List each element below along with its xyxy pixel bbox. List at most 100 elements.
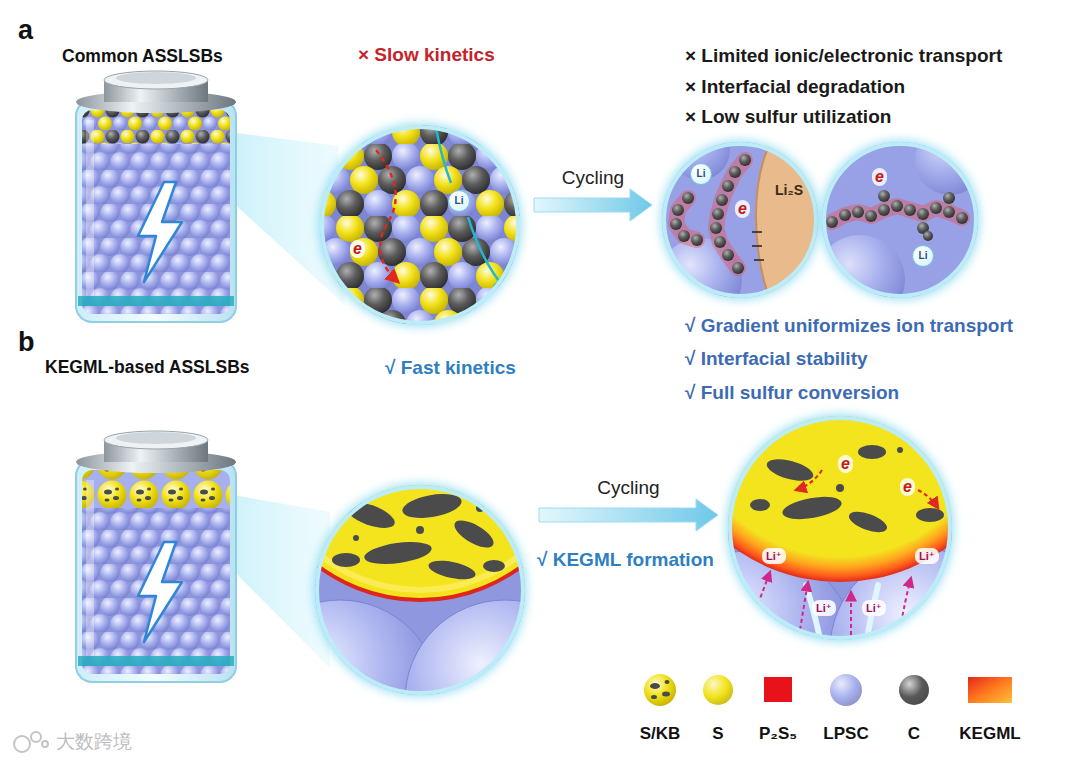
kegml-interface <box>897 447 903 453</box>
skb-particle <box>260 270 580 590</box>
skb-particle <box>416 526 424 534</box>
li2s-interface <box>756 140 830 300</box>
watermark-icon <box>42 741 48 747</box>
callout: √ KEGML formation <box>537 549 714 572</box>
lithium-ion: Li <box>690 163 712 185</box>
kegml-interface <box>655 218 1030 760</box>
electron: e <box>735 200 750 218</box>
li2s-interface <box>712 208 724 220</box>
kegml-interface <box>758 572 770 604</box>
skb-particle <box>332 490 505 583</box>
li2s-interface <box>754 259 764 261</box>
li2s-interface <box>691 234 703 246</box>
kegml-interface <box>750 445 944 536</box>
drawback-item: × Limited ionic/electronic transport <box>685 45 1002 68</box>
li2s-interface <box>658 238 742 322</box>
kegml-interface <box>781 493 844 523</box>
electron: e <box>872 168 887 186</box>
skb-particle <box>332 553 360 567</box>
advantage-item: √ Interfacial stability <box>685 348 868 371</box>
process-arrow <box>539 499 718 531</box>
kegml-interface <box>796 470 938 508</box>
kegml-interface <box>764 455 815 485</box>
carbon-chain <box>923 231 933 241</box>
legend-label: C <box>908 724 920 744</box>
li2s-interface <box>729 166 741 178</box>
skb-particle <box>401 490 464 522</box>
kegml-interface <box>796 470 822 490</box>
battery-cell <box>76 431 236 682</box>
carbon-chain <box>917 208 929 220</box>
li2s-interface <box>658 120 830 322</box>
lithium-ion: Li⁺ <box>762 548 786 564</box>
advantage-item: √ Gradient uniformizes ion transport <box>685 315 1013 338</box>
watermark-icon <box>14 736 30 752</box>
drawback-item: × Interfacial degradation <box>685 76 905 99</box>
kegml-interface <box>846 508 889 537</box>
legend-swatch <box>899 675 929 705</box>
skb-particle <box>483 560 505 572</box>
electron: e <box>900 478 915 496</box>
li2s-interface <box>672 204 684 216</box>
li2s-interface <box>722 180 734 192</box>
carbon-chain <box>878 204 890 216</box>
battery-cell <box>76 71 236 322</box>
carbon-chain <box>878 190 890 202</box>
carbon-chain <box>891 200 903 212</box>
li2s-interface <box>710 222 722 234</box>
kegml-interface <box>800 582 808 630</box>
battery-cell <box>76 71 236 306</box>
electron: e <box>838 455 853 473</box>
drawback-item: × Low sulfur utilization <box>685 106 891 129</box>
legend-sample <box>968 677 1012 703</box>
legend-sample <box>644 674 676 706</box>
battery-cell <box>76 431 236 666</box>
legend-label: S/KB <box>640 724 681 744</box>
battery-cell <box>82 470 230 508</box>
carbon-chain <box>904 204 916 216</box>
skb-particle <box>476 504 484 512</box>
legend-label: P₂S₅ <box>759 724 797 744</box>
kegml-interface <box>900 578 911 630</box>
kegml-interface <box>858 445 886 459</box>
kegml-interface <box>750 499 770 511</box>
li2s-interface <box>752 231 762 233</box>
carbon-chain <box>865 210 877 222</box>
panel-title: Common ASSLSBs <box>62 46 223 67</box>
carbon-chain <box>852 206 864 218</box>
skb-particle <box>450 515 497 553</box>
skb-particle <box>342 497 398 534</box>
kegml-interface <box>866 585 878 650</box>
particle-mix <box>468 217 506 290</box>
legend-swatch <box>830 674 862 706</box>
process-arrow <box>534 189 652 221</box>
li2s-interface <box>670 154 751 274</box>
lithium-ion: Li <box>912 245 934 267</box>
li2s-interface <box>670 218 682 230</box>
lithium-ion: Li⁺ <box>915 548 939 564</box>
watermark: 大数跨境 <box>56 731 132 754</box>
carbon-chain <box>943 206 955 218</box>
legend-label: S <box>712 724 723 744</box>
battery-cell <box>82 110 230 144</box>
kegml-interface <box>916 508 944 522</box>
legend-label: LPSC <box>823 724 868 744</box>
legend-swatch <box>764 677 792 702</box>
kegml-interface <box>806 585 878 650</box>
kegml-interface <box>655 218 1030 760</box>
watermark-icon <box>14 732 48 752</box>
li2s-interface <box>752 232 764 260</box>
particle-mix <box>376 150 398 282</box>
carbon-chain <box>956 212 968 224</box>
legend-sample <box>644 674 1012 706</box>
lithium-ion: Li⁺ <box>812 600 836 616</box>
kegml-interface <box>806 585 822 650</box>
particle-mix <box>320 125 520 325</box>
particle-mix <box>436 128 451 183</box>
particle-mix <box>320 125 520 325</box>
skb-particle <box>353 535 359 541</box>
skb-particle <box>427 557 477 583</box>
kegml-interface <box>758 572 911 642</box>
electron: e <box>350 240 365 258</box>
